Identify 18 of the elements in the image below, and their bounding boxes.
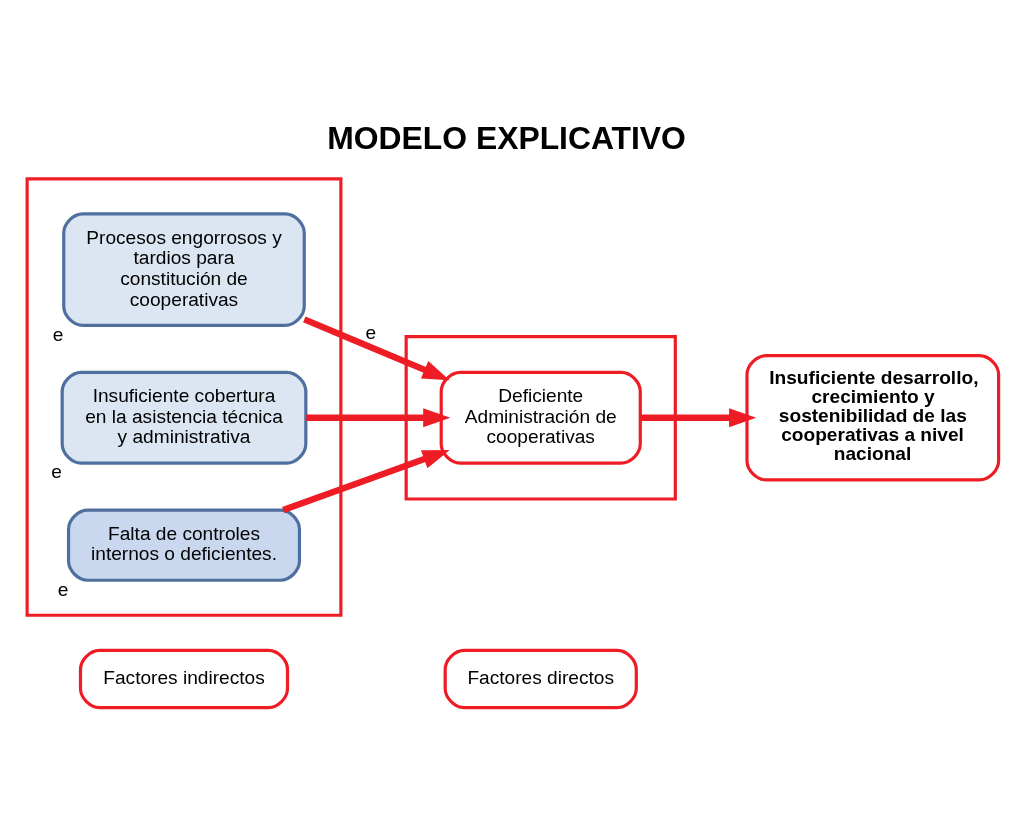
arrow bbox=[282, 449, 450, 513]
edge-label: e bbox=[365, 321, 377, 343]
node-box: Falta de controles internos o deficientes. bbox=[66, 508, 302, 582]
node-label: e bbox=[52, 323, 64, 345]
cluster bbox=[25, 176, 343, 617]
node-box: Factores directos bbox=[443, 648, 638, 709]
arrow bbox=[306, 407, 451, 427]
arrow bbox=[640, 407, 757, 427]
cluster bbox=[404, 334, 677, 501]
node-box: Deficiente Administración de cooperativas bbox=[439, 370, 642, 465]
node-box: Insuficiente cobertura en la asistencia técnica y administrativa bbox=[60, 370, 308, 465]
node-box: Factores indirectos bbox=[78, 648, 290, 709]
arrow bbox=[303, 315, 450, 380]
node-label: e bbox=[57, 578, 69, 600]
node-box: Procesos engorrosos y tardios para constitución de cooperativas bbox=[62, 211, 306, 327]
node-label: e bbox=[51, 460, 62, 482]
node-box: Insuficiente desarrollo, crecimiento y sostenibilidad de las cooperativas a nivel nacional bbox=[745, 353, 1001, 481]
diagram-title: MODELO EXPLICATIVO bbox=[327, 119, 686, 156]
